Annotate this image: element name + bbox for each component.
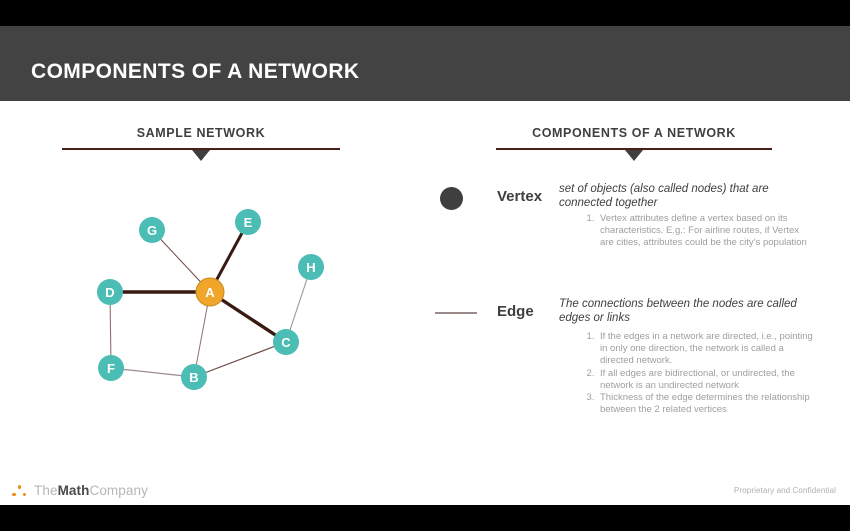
node-label: D [105, 285, 114, 300]
node-circle [139, 217, 165, 243]
network-node-D[interactable]: D [97, 279, 123, 305]
list-item: Thickness of the edge determines the rel… [597, 392, 815, 416]
list-item: Vertex attributes define a vertex based … [597, 213, 815, 250]
section-rule-left [62, 148, 340, 150]
node-circle [195, 277, 225, 307]
component-name-vertex: Vertex [497, 188, 543, 205]
node-label: C [281, 335, 291, 350]
network-edge-F-B [110, 367, 195, 378]
section-title-left: SAMPLE NETWORK [136, 126, 266, 140]
component-definition-edge: The connections between the nodes are ca… [559, 298, 797, 324]
edge-glyph [435, 295, 495, 325]
confidentiality-notice: Proprietary and Confidential [734, 486, 836, 495]
network-node-H[interactable]: H [298, 254, 324, 280]
horizontal-line-icon [435, 312, 477, 314]
node-label: E [244, 215, 253, 230]
network-node-A[interactable]: A [195, 277, 225, 307]
logo-company: Company [89, 482, 148, 498]
node-circle [98, 355, 124, 381]
node-circle [235, 209, 261, 235]
node-label: F [107, 361, 115, 376]
network-node-E[interactable]: E [235, 209, 261, 235]
logo-math: Math [57, 482, 90, 498]
network-node-F[interactable]: F [98, 355, 124, 381]
component-notes-edge: If the edges in a network are directed, … [579, 331, 815, 416]
network-nodes: A B C D E F G H [97, 209, 324, 390]
section-header-components: COMPONENTS OF A NETWORK [496, 125, 772, 161]
node-circle [273, 329, 299, 355]
component-name-edge: Edge [497, 303, 534, 320]
bottom-black-bar [0, 505, 850, 531]
node-circle [298, 254, 324, 280]
component-notes-vertex: Vertex attributes define a vertex based … [579, 213, 815, 250]
chevron-down-icon [625, 149, 643, 161]
network-graph-svg: A B C D E F G H [97, 209, 324, 390]
section-rule-right [496, 148, 772, 150]
company-logo: TheMathCompany [12, 480, 148, 500]
network-node-C[interactable]: C [273, 329, 299, 355]
chevron-down-icon [192, 149, 210, 161]
section-title-right: COMPONENTS OF A NETWORK [532, 126, 736, 140]
node-label: B [189, 370, 198, 385]
filled-circle-icon [440, 187, 463, 210]
component-definition-vertex: set of objects (also called nodes) that … [559, 183, 769, 209]
top-black-bar [0, 0, 850, 26]
node-label: G [147, 223, 157, 238]
network-edge-A-C [208, 290, 288, 344]
network-edge-C-H [285, 266, 312, 343]
list-item: If the edges in a network are directed, … [597, 331, 815, 368]
logo-the: The [34, 482, 58, 498]
node-label: H [306, 260, 315, 275]
sample-network-diagram: A B C D E F G H [60, 190, 360, 410]
node-circle [97, 279, 123, 305]
list-item: If all edges are bidirectional, or undir… [597, 368, 815, 392]
network-node-G[interactable]: G [139, 217, 165, 243]
logo-dots-icon [12, 482, 32, 498]
logo-wordmark: TheMathCompany [34, 483, 148, 498]
page-title: COMPONENTS OF A NETWORK [31, 60, 360, 83]
node-circle [181, 364, 207, 390]
node-label: A [205, 285, 215, 300]
network-node-B[interactable]: B [181, 364, 207, 390]
slide-header-bar [0, 26, 850, 101]
section-header-sample-network: SAMPLE NETWORK [62, 125, 340, 161]
network-edge-B-C [193, 341, 287, 378]
vertex-glyph [435, 180, 495, 210]
network-edges [108, 220, 312, 378]
